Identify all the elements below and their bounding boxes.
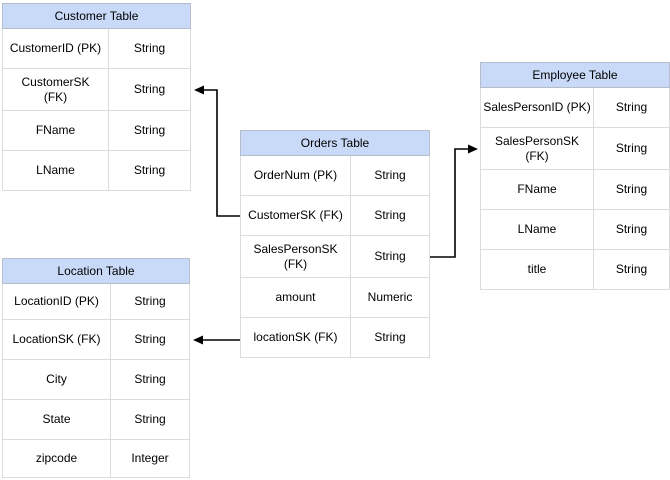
field-type-cell: Numeric: [367, 290, 413, 304]
field-name-cell: locationSK (FK): [241, 318, 351, 357]
table-title: Customer Table: [54, 9, 139, 23]
field-name-cell: OrderNum (PK): [241, 156, 351, 195]
field-type-cell: String: [133, 82, 166, 96]
field-name-cell: CustomerSK (FK): [3, 69, 109, 110]
field-name-cell: SalesPersonSK (FK): [481, 128, 594, 169]
field-type-cell: String: [374, 208, 406, 222]
table-row: City String: [2, 360, 190, 400]
field-name-cell: zipcode: [3, 440, 111, 477]
field-type-cell: String: [374, 330, 406, 344]
entity-table-customer[interactable]: Customer Table CustomerID (PK) String Cu…: [2, 3, 191, 191]
field-name-cell: LName: [481, 210, 594, 249]
field-type-cell: String: [134, 372, 166, 386]
table-row: amount Numeric: [240, 278, 430, 318]
arrow-orders-to-customer[interactable]: [194, 85, 240, 217]
table-row: CustomerSK (FK) String: [240, 196, 430, 236]
table-row: OrderNum (PK) String: [240, 156, 430, 196]
entity-table-location[interactable]: Location Table LocationID (PK) String Lo…: [2, 258, 190, 478]
field-type-cell: String: [615, 182, 648, 196]
field-type-cell: String: [134, 332, 166, 346]
field-name-cell: LName: [3, 151, 109, 190]
table-title: Employee Table: [532, 68, 618, 82]
field-name-cell: amount: [241, 278, 351, 317]
field-name-cell: LocationID (PK): [3, 284, 111, 319]
field-name-cell: FName: [481, 170, 594, 209]
arrowhead-right-icon: [468, 144, 478, 154]
table-row: State String: [2, 400, 190, 440]
field-type-cell: String: [615, 262, 648, 276]
table-header-customer: Customer Table: [2, 3, 191, 29]
table-row: LName String: [480, 210, 670, 250]
table-row: SalesPersonSK (FK) String: [480, 128, 670, 170]
field-type-cell: String: [374, 249, 406, 263]
table-row: LName String: [2, 151, 191, 191]
table-row: zipcode Integer: [2, 440, 190, 478]
table-row: CustomerSK (FK) String: [2, 69, 191, 111]
table-title: Location Table: [57, 264, 135, 278]
entity-table-orders[interactable]: Orders Table OrderNum (PK) String Custom…: [240, 130, 430, 358]
field-name-cell: SalesPersonID (PK): [481, 88, 594, 127]
field-type-cell: String: [374, 168, 406, 182]
table-row: LocationSK (FK) String: [2, 320, 190, 360]
table-header-orders: Orders Table: [240, 130, 430, 156]
field-type-cell: String: [615, 141, 648, 155]
arrow-orders-to-employee[interactable]: [430, 144, 478, 258]
field-name-cell: State: [3, 400, 111, 439]
table-header-location: Location Table: [2, 258, 190, 284]
table-header-employee: Employee Table: [480, 62, 670, 88]
field-name-cell: SalesPersonSK (FK): [241, 236, 351, 277]
arrowhead-left-icon: [193, 335, 203, 345]
entity-table-employee[interactable]: Employee Table SalesPersonID (PK) String…: [480, 62, 670, 290]
field-type-cell: String: [134, 294, 166, 308]
field-name-cell: City: [3, 360, 111, 399]
table-row: SalesPersonID (PK) String: [480, 88, 670, 128]
table-row: SalesPersonSK (FK) String: [240, 236, 430, 278]
field-type-cell: Integer: [131, 451, 169, 465]
field-name-cell: CustomerID (PK): [3, 29, 109, 68]
table-row: CustomerID (PK) String: [2, 29, 191, 69]
field-type-cell: String: [133, 163, 166, 177]
field-type-cell: String: [615, 222, 648, 236]
arrowhead-left-icon: [194, 85, 204, 95]
field-type-cell: String: [615, 100, 648, 114]
table-row: FName String: [480, 170, 670, 210]
field-name-cell: LocationSK (FK): [3, 320, 111, 359]
table-row: FName String: [2, 111, 191, 151]
arrow-orders-to-location[interactable]: [193, 335, 240, 345]
field-name-cell: CustomerSK (FK): [241, 196, 351, 235]
field-name-cell: FName: [3, 111, 109, 150]
table-row: LocationID (PK) String: [2, 284, 190, 320]
field-type-cell: String: [133, 123, 166, 137]
field-type-cell: String: [133, 41, 166, 55]
field-type-cell: String: [134, 412, 166, 426]
table-title: Orders Table: [300, 136, 370, 150]
table-row: locationSK (FK) String: [240, 318, 430, 358]
field-name-cell: title: [481, 250, 594, 289]
table-row: title String: [480, 250, 670, 290]
